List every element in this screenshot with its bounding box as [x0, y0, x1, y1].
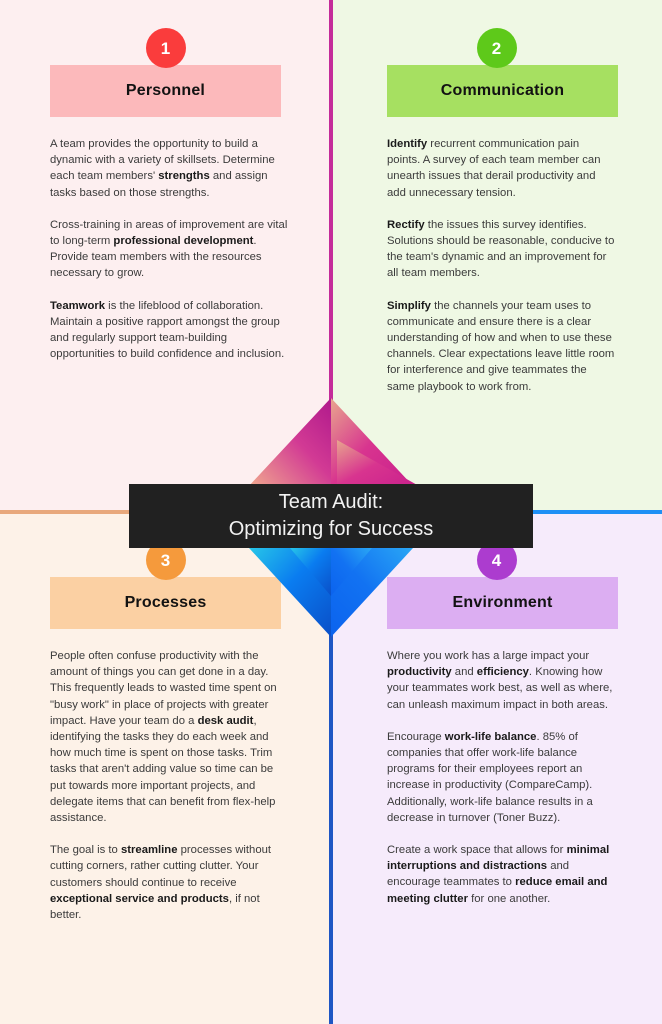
- bold-text-run: efficiency: [476, 666, 529, 679]
- center-title-banner: Team Audit: Optimizing for Success: [129, 484, 533, 548]
- text-run: Cross-training in areas of improvement a…: [50, 218, 288, 248]
- text-run: A team provides the opportunity to build…: [50, 138, 275, 183]
- text-run: the issues this survey identifies. Solut…: [387, 218, 615, 280]
- bold-text-run: strengths: [158, 170, 210, 183]
- body-paragraph: Create a work space that allows for mini…: [387, 842, 615, 907]
- section-title-band-processes: Processes: [50, 577, 281, 629]
- body-paragraph: Simplify the channels your team uses to …: [387, 298, 615, 395]
- text-run: . 85% of companies that offer work-life …: [387, 730, 593, 824]
- bold-text-run: desk audit: [197, 714, 254, 727]
- bold-text-run: minimal interruptions and distractions: [387, 844, 610, 873]
- section-body-communication: Identify recurrent communication pain po…: [387, 136, 615, 395]
- section-title-personnel: Personnel: [125, 82, 206, 99]
- bold-text-run: Identify: [387, 138, 428, 150]
- text-run: the channels your team uses to communica…: [387, 299, 615, 393]
- text-run: Create a work space that allows for: [387, 844, 567, 857]
- text-run: and encourage teammates to: [387, 860, 570, 889]
- body-paragraph: Identify recurrent communication pain po…: [387, 136, 615, 201]
- bold-text-run: streamline: [120, 844, 178, 857]
- section-number-badge-2: 2: [476, 28, 517, 68]
- section-title-band-personnel: Personnel: [50, 65, 281, 117]
- text-run: recurrent communication pain points. A s…: [387, 138, 601, 199]
- divider-vertical-top: [329, 0, 333, 512]
- text-run: is the lifeblood of collaboration. Maint…: [50, 299, 285, 361]
- body-paragraph: Encourage work-life balance. 85% of comp…: [387, 729, 615, 826]
- text-run: and: [451, 666, 477, 679]
- bold-text-run: Simplify: [387, 299, 431, 312]
- body-paragraph: People often confuse productivity with t…: [50, 648, 288, 826]
- center-title-text: Team Audit: Optimizing for Success: [228, 491, 434, 540]
- bold-text-run: work-life balance: [444, 730, 537, 743]
- text-run: Encourage: [387, 730, 445, 743]
- body-paragraph: A team provides the opportunity to build…: [50, 136, 288, 201]
- section-body-environment: Where you work has a large impact your p…: [387, 648, 615, 907]
- section-body-personnel: A team provides the opportunity to build…: [50, 136, 288, 362]
- bold-text-run: reduce email and meeting clutter: [387, 876, 608, 905]
- text-run: and assign tasks based on those strength…: [50, 170, 268, 199]
- bold-text-run: Rectify: [387, 218, 425, 231]
- body-paragraph: Cross-training in areas of improvement a…: [50, 217, 288, 282]
- section-title-environment: Environment: [452, 594, 553, 611]
- text-run: The goal is to: [50, 844, 121, 857]
- section-title-communication: Communication: [440, 82, 565, 99]
- quadrant-environment: 4 Environment Where you work has a large…: [331, 512, 662, 1024]
- bold-text-run: professional development: [113, 235, 254, 248]
- bold-text-run: productivity: [387, 666, 452, 679]
- text-run: processes without cutting corners, rathe…: [50, 844, 272, 889]
- body-paragraph: Teamwork is the lifeblood of collaborati…: [50, 298, 288, 363]
- text-run: . Provide team members with the resource…: [50, 235, 262, 280]
- section-body-processes: People often confuse productivity with t…: [50, 648, 288, 923]
- quadrant-communication: 2 Communication Identify recurrent commu…: [331, 0, 662, 512]
- text-run: , if not better.: [50, 892, 260, 922]
- body-paragraph: Rectify the issues this survey identifie…: [387, 217, 615, 282]
- bold-text-run: Teamwork: [50, 299, 106, 312]
- section-title-band-communication: Communication: [387, 65, 618, 117]
- text-run: People often confuse productivity with t…: [50, 650, 277, 727]
- text-run: for one another.: [467, 892, 551, 905]
- body-paragraph: The goal is to streamline processes with…: [50, 842, 288, 923]
- quadrant-personnel: 1 Personnel A team provides the opportun…: [0, 0, 331, 512]
- section-title-band-environment: Environment: [387, 577, 618, 629]
- divider-vertical-bottom: [329, 512, 333, 1024]
- text-run: , identifying the tasks they do each wee…: [50, 714, 276, 825]
- quadrant-processes: 3 Processes People often confuse product…: [0, 512, 331, 1024]
- section-number-badge-1: 1: [145, 28, 186, 68]
- bold-text-run: exceptional service and products: [50, 892, 229, 905]
- body-paragraph: Where you work has a large impact your p…: [387, 648, 615, 713]
- text-run: . Knowing how your teammates work best, …: [387, 666, 613, 711]
- text-run: Where you work has a large impact your: [387, 650, 590, 662]
- section-title-processes: Processes: [124, 594, 207, 611]
